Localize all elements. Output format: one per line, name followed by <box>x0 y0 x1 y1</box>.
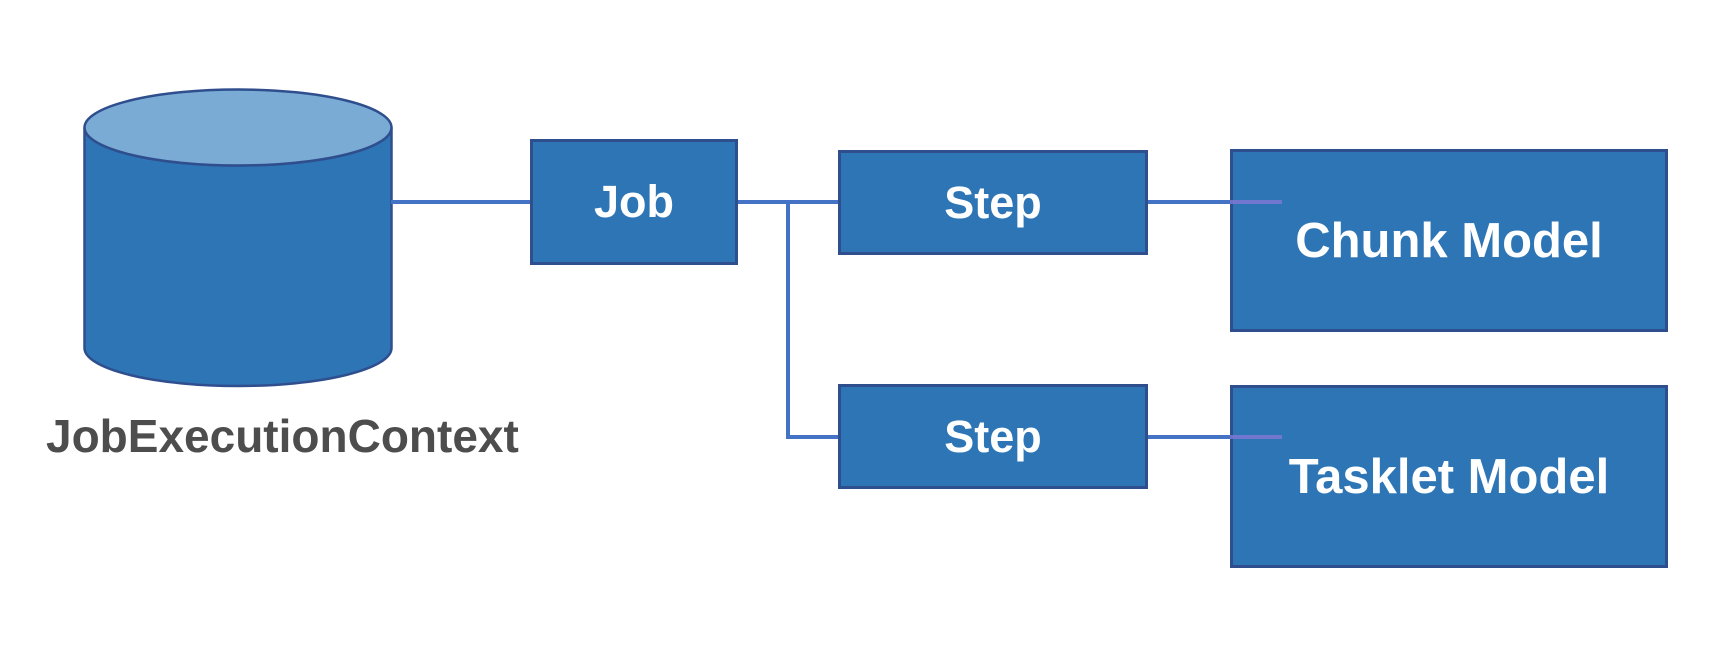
connector-database-to-job <box>391 200 530 204</box>
connector-step2-to-tasklet-tail <box>1230 435 1282 439</box>
node-job: Job <box>530 139 738 265</box>
node-step-1-label: Step <box>944 176 1042 228</box>
connector-step2-to-tasklet <box>1148 435 1230 439</box>
node-step-1: Step <box>838 150 1148 255</box>
node-chunk-model-label: Chunk Model <box>1295 213 1603 268</box>
connector-step1-to-chunk <box>1148 200 1230 204</box>
database-label: JobExecutionContext <box>46 410 519 462</box>
node-job-label: Job <box>593 176 674 227</box>
node-chunk-model: Chunk Model <box>1230 149 1668 332</box>
connector-branch-vertical <box>786 200 790 439</box>
node-step-2-label: Step <box>944 410 1042 462</box>
node-tasklet-model: Tasklet Model <box>1230 385 1668 568</box>
database-cylinder-icon <box>83 88 393 388</box>
node-step-2: Step <box>838 384 1148 489</box>
connector-step1-to-chunk-tail <box>1230 200 1282 204</box>
node-tasklet-model-label: Tasklet Model <box>1288 449 1610 504</box>
connector-branch-to-step2 <box>786 435 838 439</box>
